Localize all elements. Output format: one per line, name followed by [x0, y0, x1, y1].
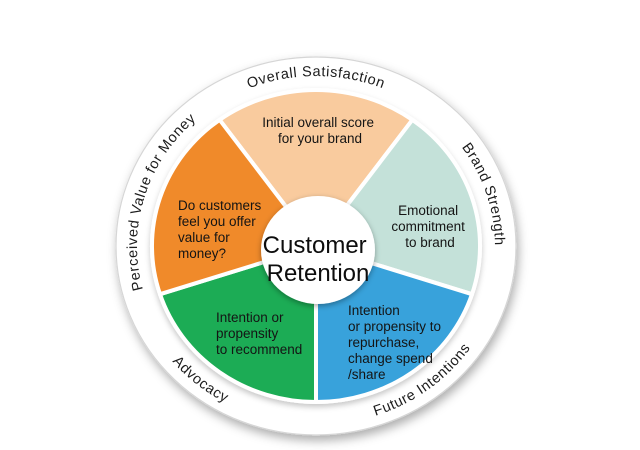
- segment-text-line: /share: [348, 367, 386, 382]
- segment-text-line: to brand: [405, 235, 455, 250]
- segment-text-overall-satisfaction: Initial overall score for your brand: [262, 115, 378, 146]
- segment-text-advocacy: Intention or propensity to recommend: [216, 310, 302, 357]
- segment-text-line: propensity: [216, 326, 279, 341]
- segment-overall-satisfaction: [217, 88, 415, 248]
- segment-text-line: change spend: [348, 351, 433, 366]
- segment-text-line: feel you offer: [178, 214, 256, 229]
- segment-text-line: commitment: [391, 219, 465, 234]
- segment-text-future-intentions: Intention or propensity to repurchase, c…: [348, 303, 445, 382]
- segment-text-line: value for: [178, 230, 230, 245]
- segment-text-line: Intention: [348, 303, 400, 318]
- segment-text-line: to recommend: [216, 342, 302, 357]
- segment-text-line: Emotional: [398, 203, 458, 218]
- segment-text-line: Intention or: [216, 310, 284, 325]
- segment-texts-group: Initial overall score for your brand Emo…: [178, 115, 468, 382]
- segment-text-brand-strength: Emotional commitment to brand: [391, 203, 468, 250]
- segment-text-line: for your brand: [278, 131, 362, 146]
- segment-text-line: Initial overall score: [262, 115, 374, 130]
- segment-text-line: or propensity to: [348, 319, 441, 334]
- center-circle: [261, 196, 375, 304]
- segment-text-line: repurchase,: [348, 335, 419, 350]
- segment-text-perceived-value: Do customers feel you offer value for mo…: [178, 198, 265, 261]
- segment-text-line: Do customers: [178, 198, 262, 213]
- center-title: Customer Retention: [263, 232, 374, 287]
- center-title-line1: Customer: [263, 232, 367, 259]
- segment-text-line: money?: [178, 246, 226, 261]
- center-title-line2: Retention: [267, 260, 370, 287]
